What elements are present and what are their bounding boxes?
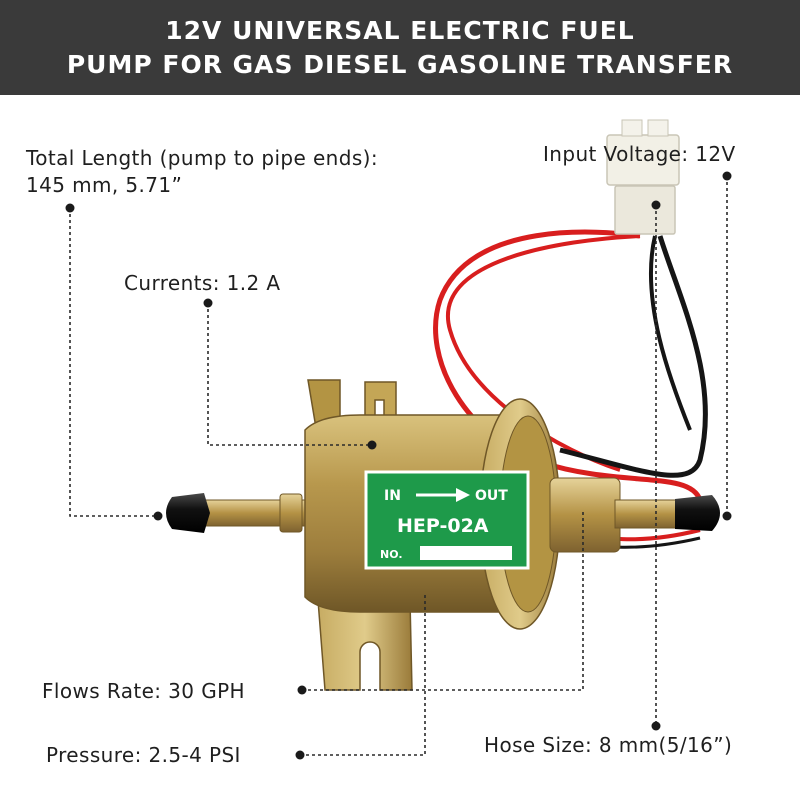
spec-hose-size: Hose Size: 8 mm(5/16”) [484, 733, 733, 757]
black-wire-2 [648, 235, 692, 431]
outlet-cap-icon [675, 495, 720, 531]
label-no: NO. [380, 548, 403, 561]
label-in: IN [384, 488, 401, 504]
spec-total-length: Total Length (pump to pipe ends): 145 mm… [26, 146, 378, 197]
mounting-bracket-bottom [317, 599, 413, 691]
title-line-2: PUMP FOR GAS DIESEL GASOLINE TRANSFER [66, 49, 734, 79]
pump-label: IN OUT HEP-02A NO. [364, 470, 530, 570]
leader-total-length [69, 208, 158, 517]
spec-flow-rate: Flows Rate: 30 GPH [42, 679, 245, 703]
leader-dots [65, 171, 732, 760]
inlet-cap-icon [166, 493, 210, 533]
red-wire [433, 229, 703, 502]
label-model: HEP-02A [397, 515, 489, 537]
label-out: OUT [475, 488, 508, 504]
spec-input-voltage: Input Voltage: 12V [543, 142, 736, 166]
arrow-right-icon [416, 488, 470, 502]
title-line-1: 12V UNIVERSAL ELECTRIC FUEL [165, 15, 635, 45]
inlet-pipe [199, 493, 306, 533]
outlet-pipe [549, 477, 691, 553]
leader-lines [69, 176, 728, 756]
red-wire-2 [445, 234, 641, 472]
wire-connector-icon [606, 119, 680, 235]
spec-currents: Currents: 1.2 A [124, 271, 281, 295]
wire-harness [433, 229, 708, 549]
title-banner: 12V UNIVERSAL ELECTRIC FUEL PUMP FOR GAS… [0, 0, 800, 95]
spec-pressure: Pressure: 2.5-4 PSI [46, 743, 241, 767]
black-wire [559, 235, 708, 478]
